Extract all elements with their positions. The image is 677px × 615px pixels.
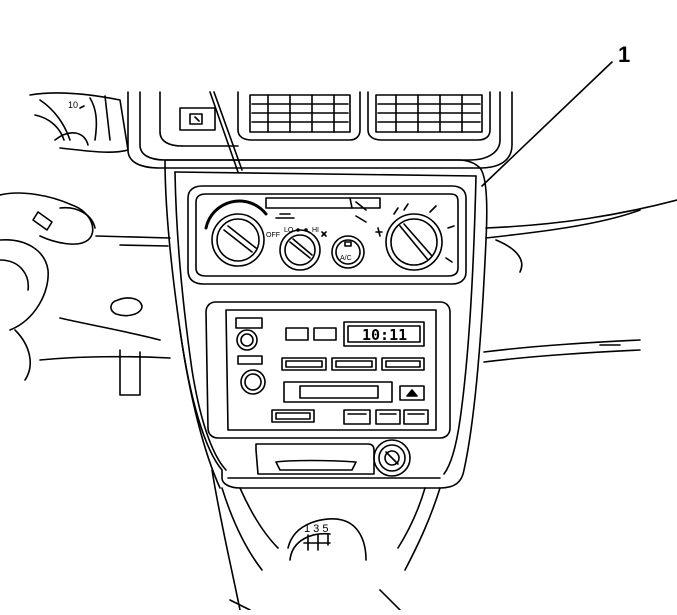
steering-column	[0, 192, 171, 396]
left-air-vent	[237, 91, 361, 141]
clock-display: 10:11	[343, 321, 425, 347]
radio-power-label-box	[235, 317, 263, 329]
fan-off-label: OFF	[266, 232, 280, 239]
right-air-vent	[367, 91, 491, 141]
preset-button-3[interactable]	[381, 357, 425, 371]
radio-button-fm[interactable]	[313, 327, 337, 341]
radio-button-am[interactable]	[285, 327, 309, 341]
fan-lo-label: LO	[284, 227, 294, 234]
fan-hi-label: HI	[312, 227, 319, 234]
cassette-slot[interactable]	[283, 381, 393, 403]
callout-1: 1	[481, 42, 630, 187]
volume-knob[interactable]	[236, 329, 258, 351]
callout-leader-line	[481, 61, 613, 187]
ac-button[interactable]: A/C	[331, 235, 365, 269]
center-trim-panel	[164, 159, 488, 611]
gear-shifter: 1 3 5	[229, 518, 401, 611]
radio-button-ff[interactable]	[343, 409, 371, 425]
storage-tray	[255, 443, 375, 475]
radio-button-seek[interactable]	[403, 409, 429, 425]
pointer-rod	[209, 91, 239, 173]
preset-button-2[interactable]	[331, 357, 377, 371]
callout-number: 1	[618, 42, 630, 67]
gear-pattern-label: 1 3 5	[304, 523, 328, 535]
right-dash-lines	[483, 199, 677, 363]
stalk-grommet	[110, 297, 143, 317]
air-mode-knob[interactable]	[375, 203, 455, 271]
preset-button-1[interactable]	[281, 357, 327, 371]
radio-button-dolby[interactable]	[375, 409, 401, 425]
tune-knob[interactable]	[240, 369, 266, 395]
temperature-knob[interactable]	[204, 199, 268, 267]
cigarette-lighter[interactable]	[373, 439, 411, 477]
climate-control-panel: OFF LO HI A/C	[187, 185, 467, 285]
radio-head-unit: 10:11	[205, 301, 451, 439]
radio-button-rew[interactable]	[271, 409, 315, 423]
speedometer-tick-label: 10	[68, 100, 78, 110]
eject-button[interactable]	[399, 385, 425, 401]
fan-speed-knob[interactable]	[279, 229, 321, 271]
upper-dash	[127, 91, 513, 169]
radio-mode-label-box	[237, 355, 263, 365]
ac-button-label: A/C	[340, 255, 352, 262]
instrument-cluster: 10	[29, 92, 129, 153]
clock-time-text: 10:11	[362, 326, 407, 344]
